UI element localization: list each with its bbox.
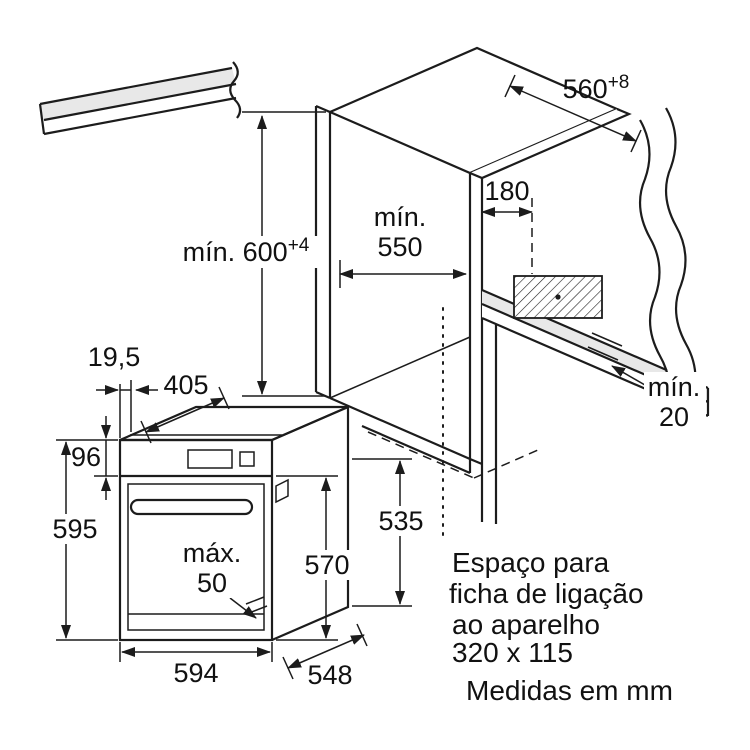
connection-note-line1: Espaço para [452, 547, 610, 578]
hidden-base-edge [367, 431, 475, 479]
dim-body-depth: 548 [282, 623, 368, 690]
oven-side-vent [275, 478, 289, 504]
label-backing [302, 550, 352, 580]
dim-niche-depth: mín. 550 [339, 202, 467, 288]
connection-note-line3: ao aparelho [452, 609, 600, 640]
dim-total-height: 595 [48, 439, 118, 641]
dim-label-panel-height: 96 [71, 442, 101, 472]
dim-panel-height: 96 [71, 416, 118, 500]
dim-extensions [56, 439, 118, 641]
label-backing [48, 514, 100, 544]
hidden-base-edge [473, 449, 539, 479]
oven-display [187, 449, 233, 469]
worktop-edge [43, 82, 237, 122]
tear-line-left [638, 119, 671, 417]
oven-side-face [272, 407, 348, 640]
dim-label-body-height: 535 [378, 506, 423, 536]
dim-extensions [119, 642, 273, 662]
tear-gap [640, 107, 696, 415]
dim-label-connection-distance: 180 [484, 176, 529, 206]
worktop-front-face [44, 84, 236, 134]
connection-point-dot [555, 294, 561, 300]
dim-label-niche-height: mín. 600+4 [183, 235, 310, 267]
dim-label-door-gap-2: 50 [197, 568, 227, 598]
dim-label-rear-gap-1: mín. [648, 372, 701, 402]
dim-extensions [352, 458, 412, 607]
label-backing [376, 506, 426, 536]
dim-extensions [242, 111, 326, 397]
worktop-break-line [229, 61, 242, 119]
dim-extensions [119, 380, 132, 438]
worktop-top-surface [40, 68, 236, 120]
dim-frame-overhang: 19,5 [88, 342, 158, 438]
dim-label-niche-depth-1: mín. [374, 202, 427, 232]
dim-label-niche-width: 560+8 [563, 72, 630, 104]
label-backing [168, 236, 324, 268]
tear-line-right [664, 107, 697, 405]
dim-rear-gap: mín. 20 [587, 332, 706, 434]
connection-note-line2: ficha de ligação [449, 578, 644, 609]
dim-label-niche-depth-2: 550 [377, 232, 422, 262]
dim-door-gap: máx. 50 [182, 538, 268, 619]
cabinet-base [361, 424, 483, 475]
niche-floor-line [329, 336, 471, 399]
connection-area-hatch [513, 275, 603, 319]
side-counter-edges [481, 288, 710, 418]
niche-dimensions: 560+8 mín. 600+4 mín. 550 180 mín. [168, 72, 706, 434]
niche-bottom-edge [329, 396, 471, 461]
oven [118, 405, 350, 642]
oven-dimensions: 19,5 405 96 595 máx. 50 [48, 342, 426, 690]
tall-cabinet [314, 46, 632, 524]
dim-label-door-gap-1: máx. [183, 538, 242, 568]
oven-knob [239, 451, 255, 467]
dim-body-height: 535 [352, 458, 426, 607]
oven-side-outline [271, 405, 350, 642]
dim-niche-width: 560+8 [504, 72, 642, 153]
oven-door [127, 483, 265, 631]
oven-handle [129, 498, 254, 516]
dim-label-body-depth: 548 [307, 660, 352, 690]
dim-label-rear-gap-2: 20 [659, 402, 689, 432]
dim-door-height: 570 [276, 475, 352, 641]
connection-note: Espaço para ficha de ligação ao aparelho… [442, 307, 644, 668]
cabinet-top-surface [330, 48, 617, 173]
worktop-edge [38, 103, 46, 135]
dim-niche-height: mín. 600+4 [168, 111, 326, 397]
dim-top-depth: 405 [140, 370, 230, 444]
dim-label-total-height: 595 [52, 514, 97, 544]
dim-label-top-depth: 405 [163, 370, 208, 400]
dim-label-frame-overhang: 19,5 [88, 342, 141, 372]
worktop-edge [43, 96, 237, 136]
dim-ticks [587, 332, 623, 361]
dim-connection-distance: 180 [481, 176, 533, 274]
dim-extensions [94, 440, 118, 477]
worktop-edge [39, 66, 233, 106]
dim-label-door-height: 570 [304, 550, 349, 580]
label-backing [644, 372, 706, 434]
units-note: Medidas em mm [466, 675, 673, 706]
dim-label-width: 594 [173, 658, 218, 688]
worktop-left [38, 61, 242, 136]
connection-note-line4: 320 x 115 [452, 637, 573, 668]
dim-width: 594 [119, 642, 273, 688]
label-backing [182, 540, 244, 598]
oven-front-outline [118, 438, 274, 642]
